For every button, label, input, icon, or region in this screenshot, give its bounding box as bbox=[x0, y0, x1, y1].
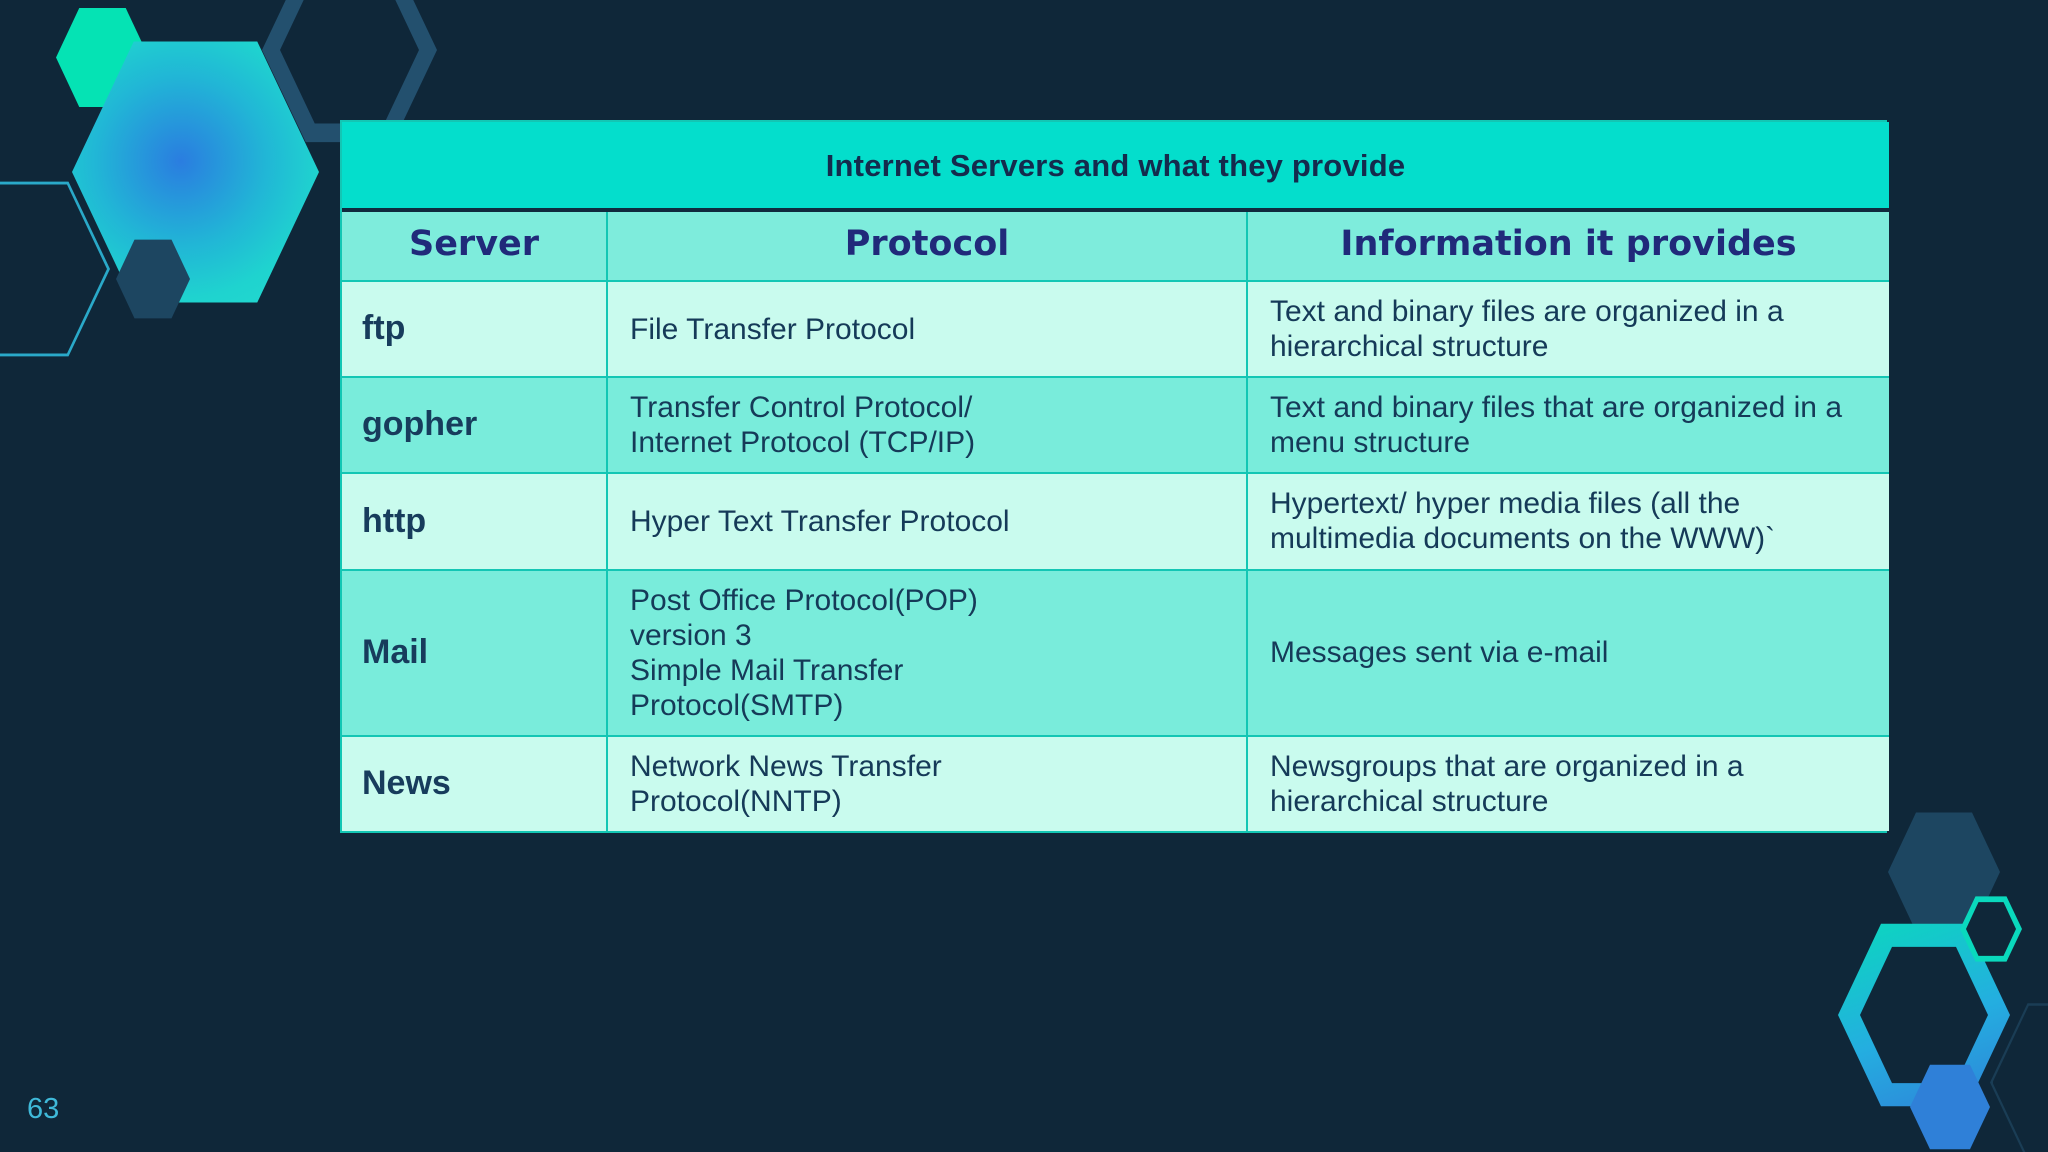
cell-server: ftp bbox=[342, 279, 608, 378]
cell-server: http bbox=[342, 472, 608, 570]
cell-protocol: File Transfer Protocol bbox=[607, 279, 1248, 378]
table-header-row: Server Protocol Information it provides bbox=[342, 210, 1890, 281]
cell-protocol: Post Office Protocol(POP) version 3 Simp… bbox=[607, 568, 1248, 736]
column-header-server: Server bbox=[342, 210, 608, 281]
cell-server: gopher bbox=[342, 376, 608, 474]
table-row: http Hyper Text Transfer Protocol Hypert… bbox=[342, 472, 1890, 570]
hexagon-blue-solid-br-icon bbox=[1910, 1064, 1990, 1150]
cell-information: Text and binary files that are organized… bbox=[1247, 376, 1890, 474]
hexagon-teal-outline-br-icon bbox=[1960, 896, 2022, 962]
cell-server: News bbox=[342, 734, 608, 832]
cell-information: Text and binary files are organized in a… bbox=[1247, 279, 1890, 378]
cell-information: Hypertext/ hyper media files (all the mu… bbox=[1247, 472, 1890, 570]
cell-information: Newsgroups that are organized in a hiera… bbox=[1247, 734, 1890, 832]
internet-servers-table: Internet Servers and what they provide S… bbox=[340, 120, 1890, 834]
column-header-protocol: Protocol bbox=[607, 210, 1248, 281]
table-title-row: Internet Servers and what they provide bbox=[342, 122, 1890, 212]
table-row: ftp File Transfer Protocol Text and bina… bbox=[342, 279, 1890, 378]
table-title: Internet Servers and what they provide bbox=[342, 122, 1890, 212]
cell-protocol: Transfer Control Protocol/ Internet Prot… bbox=[607, 376, 1248, 474]
table-row: gopher Transfer Control Protocol/ Intern… bbox=[342, 376, 1890, 474]
cell-protocol: Network News Transfer Protocol(NNTP) bbox=[607, 734, 1248, 832]
column-header-information: Information it provides bbox=[1247, 210, 1890, 281]
page-number: 63 bbox=[27, 1093, 60, 1125]
cell-information: Messages sent via e-mail bbox=[1247, 568, 1890, 736]
cell-protocol: Hyper Text Transfer Protocol bbox=[607, 472, 1248, 570]
table: Internet Servers and what they provide S… bbox=[342, 122, 1890, 832]
table-row: Mail Post Office Protocol(POP) version 3… bbox=[342, 568, 1890, 736]
table-row: News Network News Transfer Protocol(NNTP… bbox=[342, 734, 1890, 832]
cell-server: Mail bbox=[342, 568, 608, 736]
